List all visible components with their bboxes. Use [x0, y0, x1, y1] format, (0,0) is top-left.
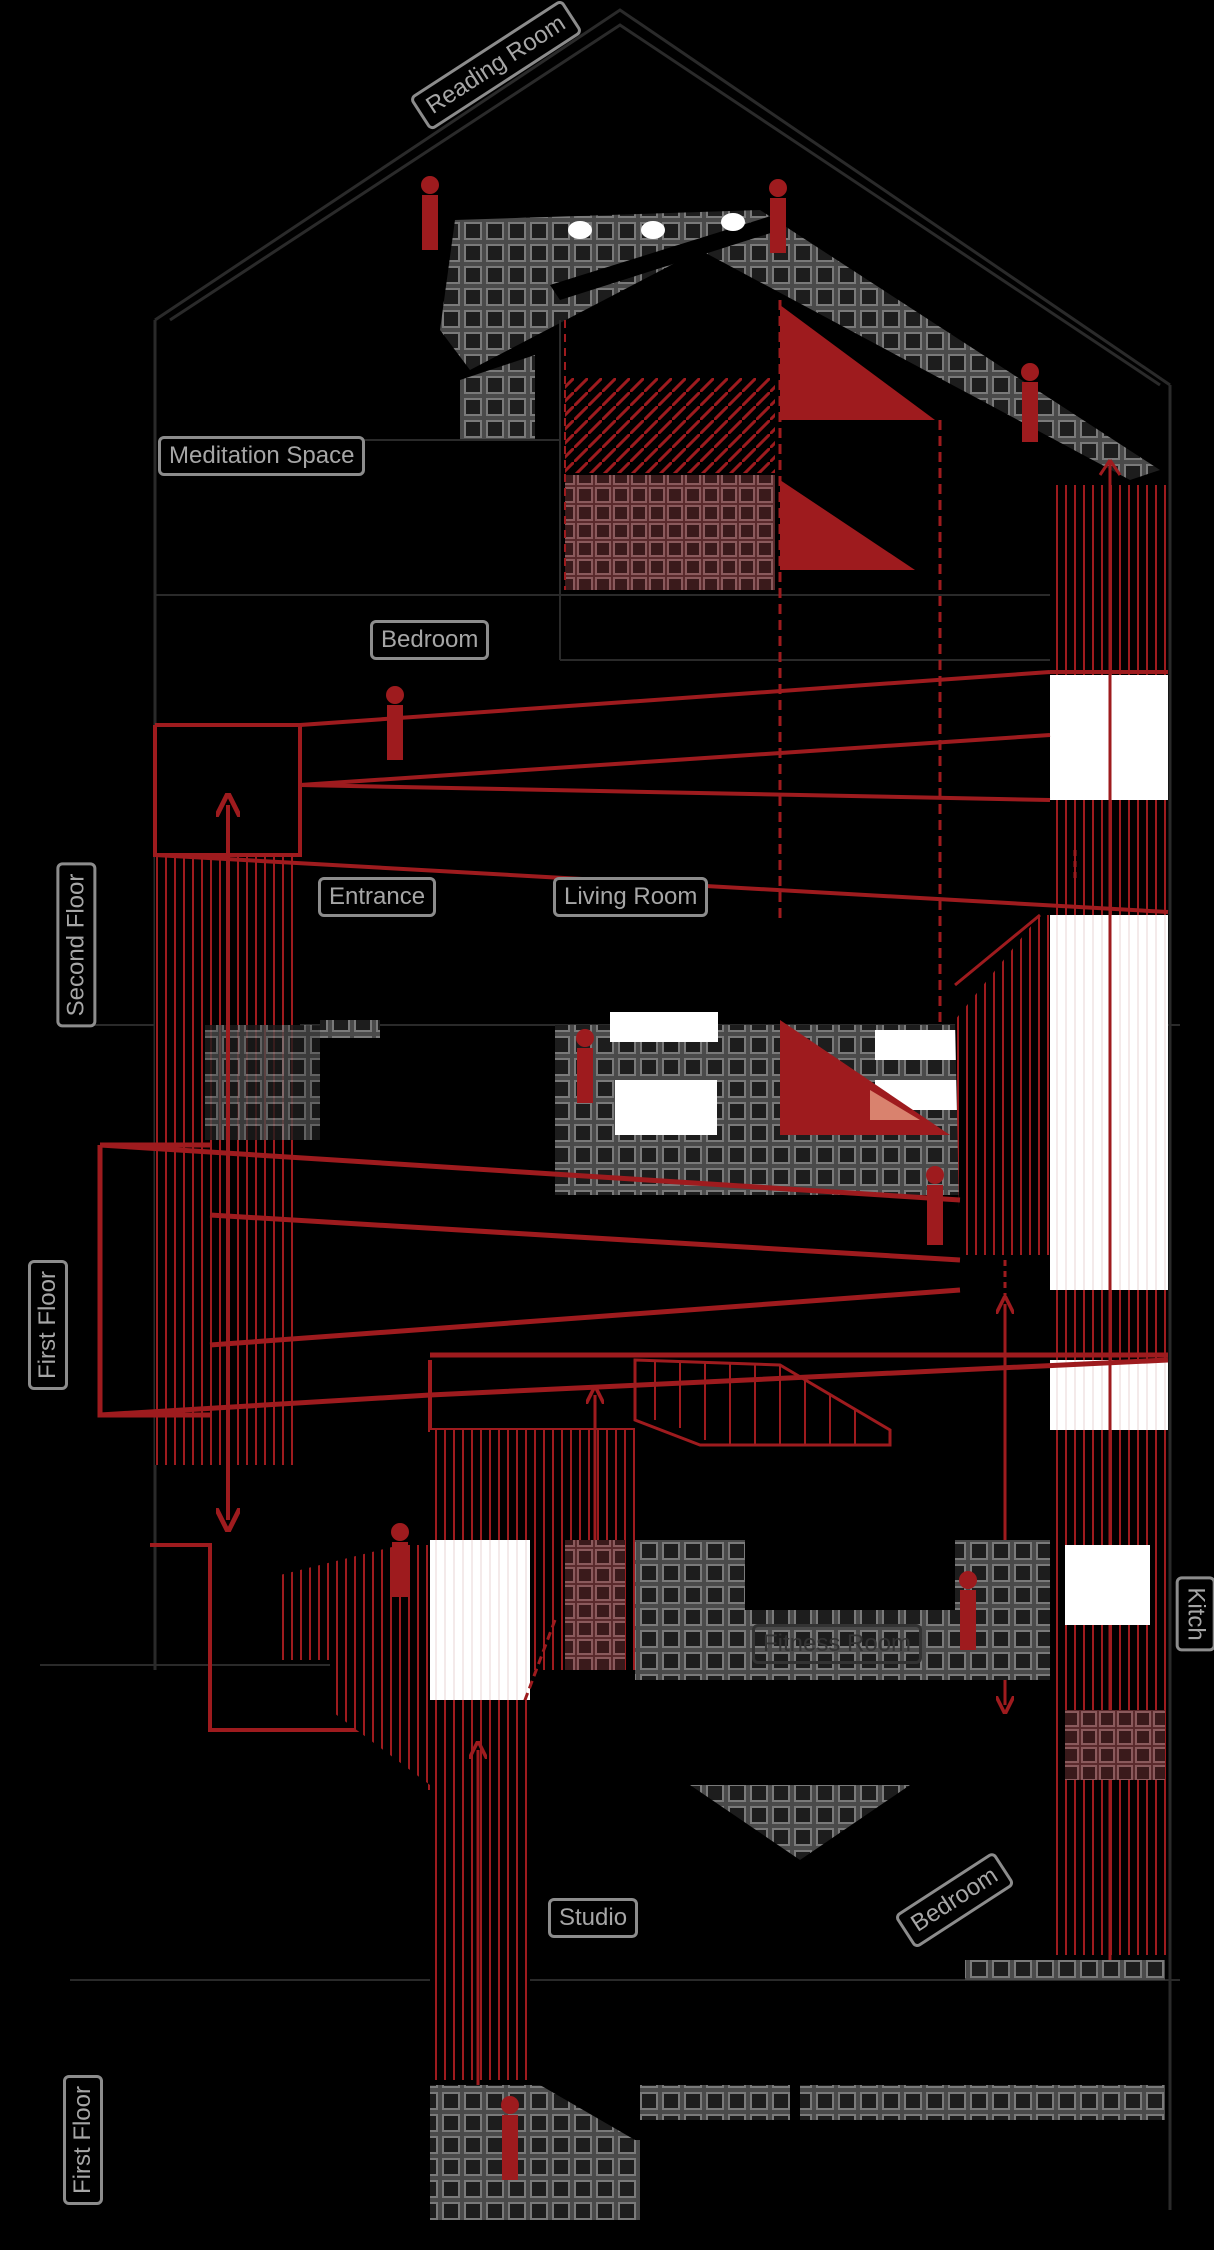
label-first-floor-lower: First Floor [63, 2075, 103, 2205]
person-left-stair [391, 1523, 409, 1597]
kitchen-table [1065, 1545, 1150, 1625]
label-living-room: Living Room [553, 877, 709, 917]
person-ground [501, 2096, 519, 2180]
left-tile-block [205, 1025, 320, 1140]
meditation-floor [460, 355, 535, 440]
person-stair [926, 1166, 944, 1245]
label-meditation-space: Meditation Space [158, 436, 366, 476]
label-entrance: Entrance [318, 877, 437, 917]
label-first-floor-upper: First Floor [28, 1260, 68, 1390]
people [386, 176, 1039, 2180]
wardrobe-tile [565, 475, 775, 590]
reading-stools [568, 213, 745, 239]
label-kitchen: Kitch [1175, 1576, 1214, 1652]
label-bedroom-upper: Bedroom [370, 620, 490, 660]
red-triangle-upper [780, 305, 935, 420]
person-living-room [576, 1029, 594, 1103]
living-room-floor [555, 1025, 960, 1195]
stair-right-upper [955, 915, 1050, 1255]
fitness-white-block [430, 1540, 530, 1700]
person-reading-room-2 [769, 179, 787, 253]
ground-floor-tiles-right [640, 2085, 1165, 2120]
label-studio: Studio [548, 1898, 639, 1938]
ground-floor-tiles-left [430, 2085, 635, 2140]
person-roof-right [1021, 363, 1039, 442]
person-fitness [959, 1571, 977, 1650]
person-bedroom [386, 686, 404, 760]
lower-shaft [430, 1700, 530, 2080]
wardrobe-hatch [565, 378, 775, 473]
red-triangle-living [780, 1020, 950, 1135]
label-second-floor: Second Floor [56, 862, 97, 1028]
second-floor-slabs [153, 670, 1169, 914]
red-triangle-mid [780, 480, 915, 570]
studio-floor [690, 1785, 910, 1860]
label-fitness-room: Fitness Room [752, 1624, 923, 1664]
person-reading-room [421, 176, 439, 250]
